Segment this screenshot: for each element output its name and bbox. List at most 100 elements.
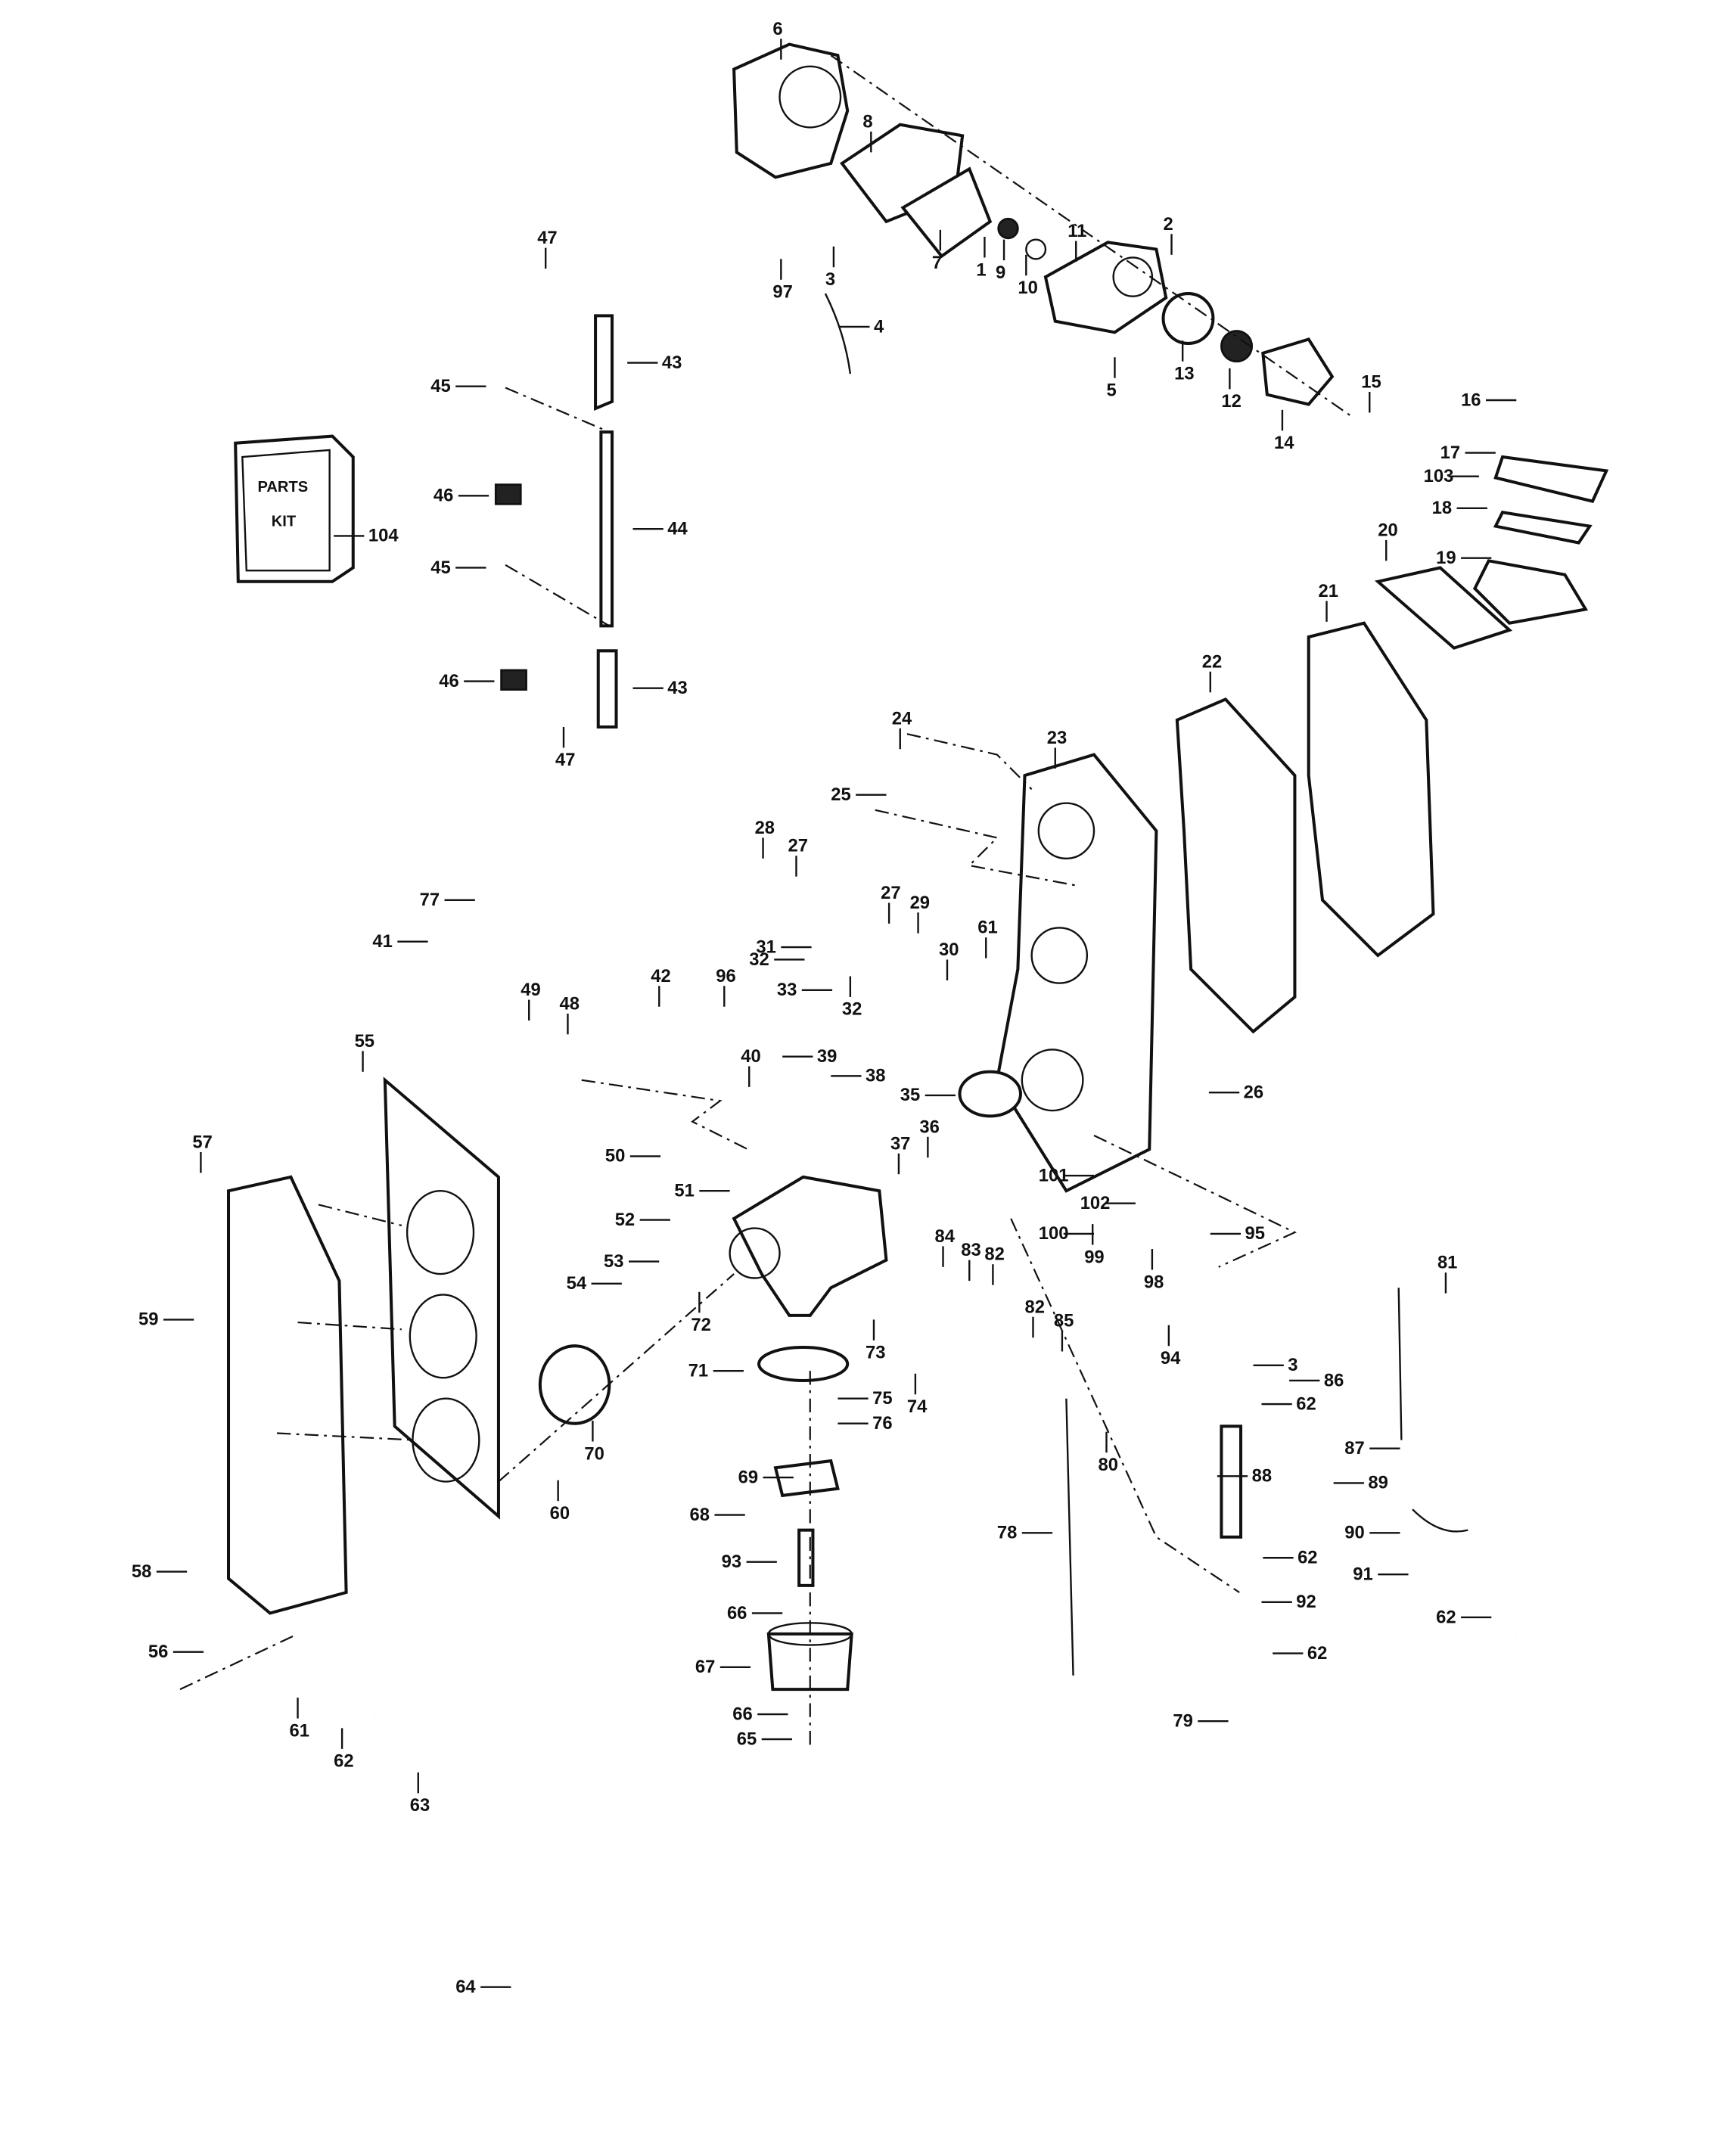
callout-label: 82 [1024,1297,1044,1317]
callout-label: 28 [755,818,775,838]
carb-throat [729,1227,781,1279]
callout-label: 16 [1461,390,1481,410]
callout-label: 68 [690,1505,710,1525]
callout-label: 47 [537,228,557,248]
pump-body-11 [1043,241,1168,334]
adapter-21 [1307,621,1435,958]
rod-86 [1397,1288,1403,1440]
callout-label: 11 [1068,221,1086,241]
callout-label: 33 [777,980,797,1000]
callout-label: 32 [749,949,769,970]
callout-label: 64 [455,1977,476,1997]
callout-label: 53 [604,1251,623,1272]
callout-label: 88 [1252,1466,1272,1487]
callout-label: 62 [1307,1643,1327,1664]
callout-label: 67 [695,1657,715,1677]
centerline [505,564,610,627]
callout-label: 24 [892,708,912,729]
callout-label: 96 [716,966,735,986]
kit-label-line2: KIT [272,514,297,530]
parts-kit-box: PARTS KIT [234,434,355,583]
clip-46 [494,483,522,505]
fuel-hose-4 [824,293,852,374]
part-drawings: PARTS KIT [179,42,1609,1932]
callout-label: 40 [741,1046,760,1067]
callout-label: 91 [1353,1564,1372,1585]
callout-label: 43 [662,353,682,373]
intake-manifold-23 [995,753,1158,1193]
gasket-hole [412,1397,480,1483]
callout-label: 35 [900,1085,920,1105]
callout-label: 45 [430,376,450,396]
callout-label: 32 [842,999,862,1020]
callout-label: 26 [1244,1083,1263,1103]
callout-label: 50 [605,1146,625,1167]
carburetor-72 [732,1175,888,1317]
callout-label: 8 [862,111,872,132]
callout-label: 12 [1221,391,1241,412]
callout-label: 82 [984,1244,1004,1265]
pump-cap-14 [1261,337,1335,406]
callout-label: 3 [1288,1355,1297,1375]
callout-label: 59 [138,1309,158,1330]
centerline [1093,1134,1297,1268]
centerline [179,1633,299,1691]
callout-label: 3 [825,269,835,290]
callout-label: 43 [667,678,687,698]
callout-label: 31 [756,937,775,957]
hose-79-inner [1232,1633,1520,1792]
callout-label: 61 [977,918,997,938]
callout-label: 39 [817,1046,837,1067]
gasket-70 [538,1344,611,1425]
callout-label: 61 [290,1720,309,1741]
centerline [1010,1218,1240,1593]
callout-label: 83 [961,1240,980,1260]
gasket-hole [406,1189,475,1275]
callout-label: 41 [372,931,392,952]
pump-disc-13 [1161,292,1215,345]
pump-seal-9 [997,217,1019,240]
callout-label: 5 [1106,381,1116,401]
callout-label: 27 [881,883,900,903]
manifold-port [1037,802,1095,860]
pump-gasket-7 [900,166,993,259]
callout-label: 37 [890,1133,910,1154]
callout-label: 65 [737,1729,757,1749]
callout-label: 71 [688,1360,708,1381]
reed-18 [1493,511,1593,545]
callout-label: 46 [439,671,458,691]
gasket-71 [757,1346,850,1382]
callout-label: 72 [691,1315,710,1335]
pump-dash-line [830,54,1351,417]
callout-label: 14 [1274,433,1294,453]
callout-label: 90 [1344,1523,1364,1543]
callout-label: 27 [788,836,807,856]
callout-label: 97 [772,282,792,303]
callout-label: 47 [555,750,575,770]
callout-label: 69 [738,1467,758,1487]
manifold-port [1030,927,1089,984]
centerline [498,1273,735,1483]
centerline [906,733,1033,791]
callout-label: 66 [727,1603,747,1623]
callout-label: 104 [368,526,399,546]
callout-label: 60 [550,1503,570,1524]
pump-cover [732,42,850,179]
gasket-55 [383,1076,500,1520]
manifold-port [1021,1048,1084,1112]
callout-label: 7 [932,253,942,273]
callout-label: 66 [732,1704,752,1724]
callout-label: 29 [910,893,930,913]
callout-label: 10 [1018,278,1037,298]
gasket-35 [958,1070,1023,1118]
kit-label-line1: PARTS [257,479,308,496]
callout-label: 73 [866,1343,885,1363]
callout-label: 52 [615,1210,635,1230]
pump-ring-10 [1025,238,1047,260]
callout-label: 51 [674,1181,694,1201]
rod-78 [1065,1398,1074,1676]
gasket-hole [409,1294,477,1379]
callout-label: 2 [1164,214,1173,235]
